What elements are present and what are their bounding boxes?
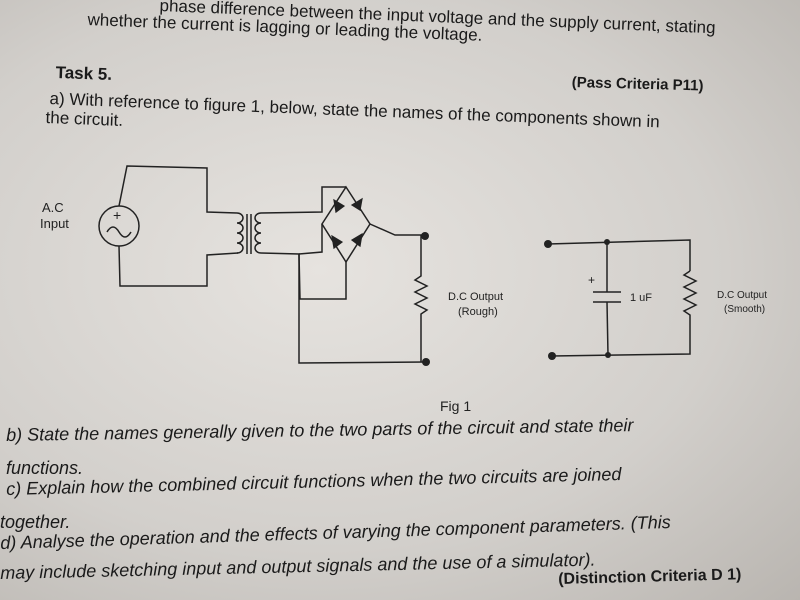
secondary-wire-top	[260, 186, 346, 214]
figure-caption: Fig 1	[440, 398, 471, 414]
smooth-resistor	[682, 270, 698, 322]
ac-sine-wave-icon	[106, 226, 132, 238]
secondary-wire-bridge-bottom	[298, 253, 347, 300]
diode-3	[331, 234, 344, 250]
source-wire-top	[118, 165, 238, 214]
capacitor-value-label: 1 uF	[630, 292, 652, 304]
transformer-primary-coil	[236, 212, 244, 254]
dc-rough-label-line1: D.C Output	[448, 291, 503, 303]
diode-1	[333, 198, 346, 214]
ac-plus-sign: +	[113, 207, 121, 223]
smooth-wire-top	[547, 239, 691, 271]
junction-dot-bottom	[605, 352, 611, 358]
terminal-smooth-bottom	[548, 352, 556, 360]
terminal-rough-bottom	[422, 358, 430, 366]
dc-rough-label-line2: (Rough)	[458, 306, 498, 318]
terminal-smooth-top	[544, 240, 552, 248]
dc-smooth-label-line1: D.C Output	[717, 290, 767, 301]
diode-2	[350, 197, 363, 211]
question-c-line-2: together.	[0, 512, 71, 532]
diode-4	[350, 232, 363, 248]
bridge-output-wire	[369, 223, 425, 236]
junction-dot-top	[604, 239, 610, 245]
terminal-rough-top	[421, 232, 429, 240]
capacitor-plus-sign: +	[588, 273, 595, 287]
bridge-return-wire	[298, 224, 323, 255]
question-b-line-2: functions.	[6, 458, 84, 478]
secondary-wire-bottom	[260, 252, 427, 364]
dc-smooth-label-line2: (Smooth)	[724, 304, 765, 315]
capacitor-wire-bottom	[606, 301, 609, 356]
smooth-wire-bottom	[551, 322, 691, 357]
bridge-rectifier	[321, 185, 371, 264]
load-resistor-rough	[413, 235, 429, 362]
ac-input-label-line2: Input	[40, 216, 69, 231]
ac-input-label-line1: A.C	[42, 200, 64, 215]
source-wire-bottom	[118, 245, 239, 287]
transformer-secondary-coil	[254, 212, 262, 254]
